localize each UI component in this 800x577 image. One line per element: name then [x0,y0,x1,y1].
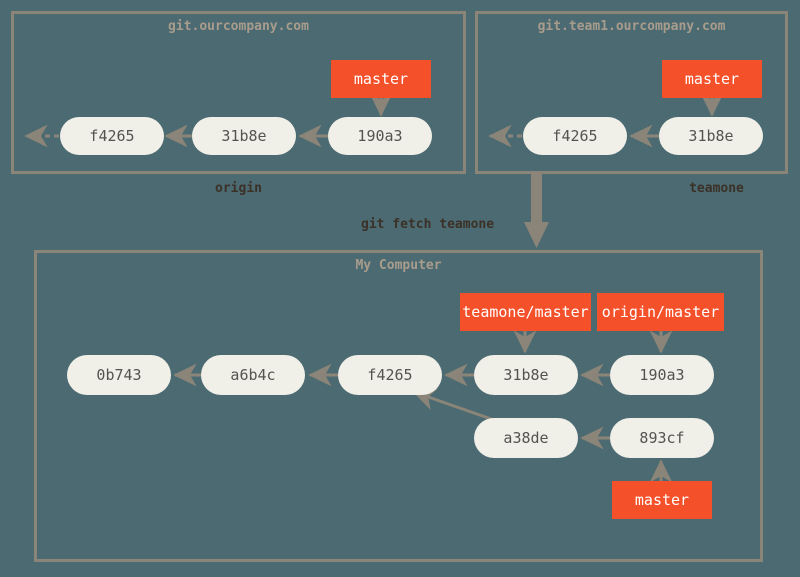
panel-my-computer [34,250,763,562]
branch-label-teamone-master[interactable]: teamone/master [460,293,591,331]
branch-label-master[interactable]: master [612,481,712,519]
panel-teamone-title: git.team1.ourcompany.com [537,19,726,34]
commit-node[interactable]: 190a3 [610,355,714,395]
commit-node[interactable]: f4265 [60,117,164,155]
commit-node[interactable]: f4265 [523,117,627,155]
panel-teamone [475,11,788,174]
commit-node[interactable]: a6b4c [201,355,305,395]
commit-node[interactable]: 190a3 [328,117,432,155]
panel-teamone-caption: teamone [689,181,744,196]
commit-node[interactable]: 893cf [610,418,714,458]
panel-origin [11,11,466,174]
commit-node[interactable]: 31b8e [659,117,763,155]
git-fetch-command-label: git fetch teamone [361,217,495,232]
commit-node[interactable]: 0b743 [67,355,171,395]
panel-my-computer-title: My Computer [355,258,442,273]
thick-arrow-down-icon [524,174,549,248]
commit-node[interactable]: a38de [474,418,578,458]
commit-node[interactable]: f4265 [338,355,442,395]
commit-node[interactable]: 31b8e [192,117,296,155]
panel-origin-title: git.ourcompany.com [168,19,309,34]
branch-label-origin-master[interactable]: origin/master [597,293,724,331]
commit-node[interactable]: 31b8e [474,355,578,395]
panel-origin-caption: origin [215,181,262,196]
branch-label[interactable]: master [662,60,762,98]
branch-label[interactable]: master [331,60,431,98]
